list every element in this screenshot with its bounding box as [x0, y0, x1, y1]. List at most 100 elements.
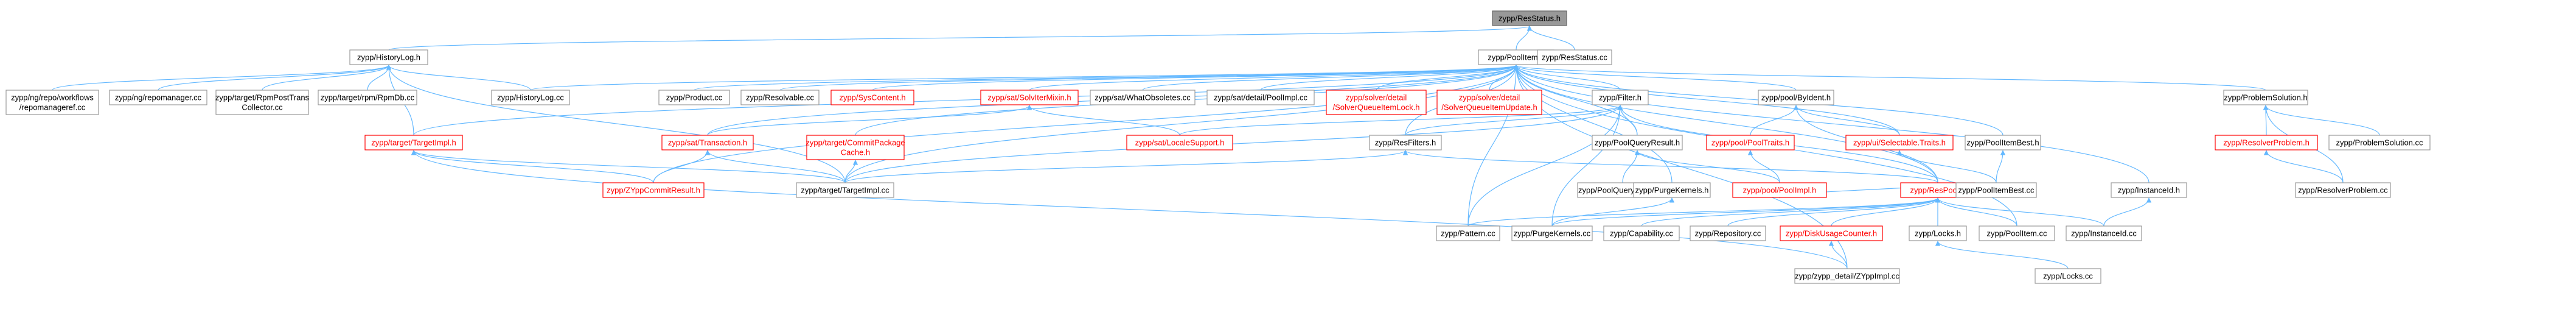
file-node[interactable]: zypp/PoolItem.cc	[1979, 225, 2055, 241]
file-node[interactable]: zypp/ResolverProblem.h	[2215, 135, 2318, 150]
node-box	[2035, 268, 2101, 284]
file-node[interactable]: zypp/Locks.cc	[2035, 268, 2101, 284]
file-node[interactable]: zypp/Repository.cc	[1690, 225, 1766, 241]
file-node[interactable]: zypp/ng/repomanager.cc	[109, 90, 207, 105]
file-node[interactable]: zypp/ZYppCommitResult.h	[602, 182, 705, 198]
node-label: zypp/sat/detail/PoolImpl.cc	[1214, 93, 1307, 102]
node-label: zypp/HistoryLog.cc	[497, 93, 564, 102]
file-node[interactable]: zypp/ui/Selectable.Traits.h	[1845, 135, 1954, 150]
file-node[interactable]: zypp/ResolverProblem.cc	[2295, 182, 2391, 198]
file-node[interactable]: zypp/DiskUsageCounter.h	[1780, 225, 1883, 241]
node-label: zypp/Pattern.cc	[1441, 229, 1495, 238]
node-box	[1845, 135, 1954, 150]
edge-n32-to-n21	[705, 150, 846, 183]
file-node[interactable]: zypp/ResFilters.h	[1369, 135, 1442, 150]
edge-n12-to-n2	[1029, 65, 1519, 91]
edge-n2-to-n0	[1516, 26, 1533, 51]
file-node[interactable]: zypp/sat/WhatObsoletes.cc	[1090, 90, 1196, 105]
file-node[interactable]: zypp/ResStatus.cc	[1537, 49, 1612, 65]
file-node[interactable]: zypp/InstanceId.h	[2111, 182, 2187, 198]
file-node[interactable]: zypp/SysContent.h	[830, 90, 914, 105]
file-node[interactable]: zypp/solver/detail/SolverQueueItemUpdate…	[1436, 90, 1542, 115]
node-label: zypp/ZYppCommitResult.h	[607, 186, 700, 195]
edge-n32-to-n24	[844, 150, 1408, 183]
file-node[interactable]: zypp/target/TargetImpl.h	[364, 135, 463, 150]
edge-n32-to-n2	[844, 65, 1519, 183]
node-label: zypp/pool/PoolTraits.h	[1711, 138, 1789, 147]
edge-n9-to-n2	[694, 65, 1519, 91]
file-node[interactable]: zypp/ProblemSolution.h	[2223, 90, 2308, 105]
node-box	[2328, 135, 2431, 150]
file-nodes: zypp/ResStatus.h zypp/HistoryLog.h zypp/Po…	[5, 10, 2431, 284]
edge-n5-to-n1	[158, 65, 392, 91]
file-node[interactable]: zypp/Product.cc	[658, 90, 730, 105]
file-node[interactable]: zypp/sat/detail/PoolImpl.cc	[1206, 90, 1315, 105]
node-label: /SolverQueueItemLock.h	[1332, 103, 1419, 112]
node-label: zypp/target/RpmPostTrans	[215, 93, 310, 102]
file-node[interactable]: zypp/sat/LocaleSupport.h	[1126, 135, 1233, 150]
node-label: zypp/solver/detail	[1346, 93, 1407, 102]
edge-n42-to-n36	[1641, 197, 1941, 227]
file-node[interactable]: zypp/PurgeKernels.h	[1633, 182, 1711, 198]
node-box	[1369, 135, 1442, 150]
node-box	[1706, 135, 1795, 150]
file-node[interactable]: zypp/target/TargetImpl.cc	[796, 182, 894, 198]
edge-n36-to-n2	[1513, 65, 1938, 183]
node-label: zypp/Filter.h	[1599, 93, 1641, 102]
edge-n20-to-n2	[413, 65, 1519, 136]
file-node[interactable]: zypp/target/rpm/RpmDb.cc	[318, 90, 417, 105]
file-node[interactable]: zypp/PoolQueryResult.h	[1592, 135, 1683, 150]
file-node[interactable]: zypp/pool/PoolTraits.h	[1706, 135, 1795, 150]
edge-n36-to-n24	[1403, 150, 1938, 183]
file-node[interactable]: zypp/PoolItemBest.cc	[1955, 182, 2037, 198]
node-label: zypp/PurgeKernels.h	[1635, 186, 1709, 195]
edge-n47-to-n36	[1935, 197, 2104, 227]
node-label: zypp/zypp_detail/ZYppImpl.cc	[1795, 272, 1899, 281]
node-label: zypp/ResFilters.h	[1375, 138, 1436, 147]
file-node[interactable]: zypp/Locks.h	[1909, 225, 1967, 241]
file-node[interactable]: zypp/ng/repo/workflows/repomanageref.cc	[5, 90, 99, 115]
node-label: zypp/target/CommitPackage	[806, 138, 905, 147]
edge-n37-to-n27	[1896, 150, 1997, 183]
node-label: zypp/target/TargetImpl.h	[371, 138, 456, 147]
file-node[interactable]: zypp/Filter.h	[1592, 90, 1649, 105]
node-label: zypp/Resolvable.cc	[746, 93, 814, 102]
file-node[interactable]: zypp/PoolItemBest.h	[1965, 135, 2041, 150]
file-node[interactable]: zypp/InstanceId.cc	[2066, 225, 2142, 241]
file-node[interactable]: zypp/Capability.cc	[1603, 225, 1680, 241]
node-label: zypp/sat/Transaction.h	[668, 138, 747, 147]
file-node[interactable]: zypp/Resolvable.cc	[740, 90, 820, 105]
edge-n46-to-n36	[1935, 197, 2017, 227]
file-node[interactable]: zypp/HistoryLog.cc	[491, 90, 570, 105]
edge-n47-to-n38	[2103, 197, 2152, 227]
file-node[interactable]: zypp/sat/SolvIterMixin.h	[980, 90, 1079, 105]
edge-n26-to-n18	[1750, 105, 1799, 136]
edge-n21-to-n12	[707, 105, 1032, 136]
node-box	[1511, 225, 1593, 241]
file-node[interactable]: zypp/ProblemSolution.cc	[2328, 135, 2431, 150]
node-box	[2066, 225, 2142, 241]
file-node[interactable]: zypp/pool/PoolImpl.h	[1732, 182, 1827, 198]
file-node[interactable]: zypp/PurgeKernels.cc	[1511, 225, 1593, 241]
node-label: zypp/Product.cc	[666, 93, 723, 102]
node-box	[1955, 182, 2037, 198]
file-node[interactable]: zypp/zypp_detail/ZYppImpl.cc	[1794, 268, 1900, 284]
node-box	[796, 182, 894, 198]
file-node[interactable]: zypp/pool/ByIdent.h	[1758, 90, 1834, 105]
node-box	[1780, 225, 1883, 241]
file-node[interactable]: zypp/sat/Transaction.h	[661, 135, 754, 150]
edge-n48-to-n20	[411, 150, 1848, 269]
edge-n44-to-n36	[1831, 197, 1941, 227]
file-node[interactable]: zypp/solver/detail/SolverQueueItemLock.h	[1326, 90, 1427, 115]
edge-n41-to-n17	[1551, 105, 1623, 227]
root-node: zypp/ResStatus.h	[1492, 10, 1567, 26]
node-box	[1794, 268, 1900, 284]
edge-n30-to-n19	[2263, 105, 2380, 136]
node-label: zypp/pool/PoolImpl.h	[1743, 186, 1817, 195]
file-node[interactable]: zypp/Pattern.cc	[1436, 225, 1500, 241]
edge-n23-to-n12	[1026, 105, 1180, 136]
file-node[interactable]: zypp/HistoryLog.h	[349, 49, 428, 65]
